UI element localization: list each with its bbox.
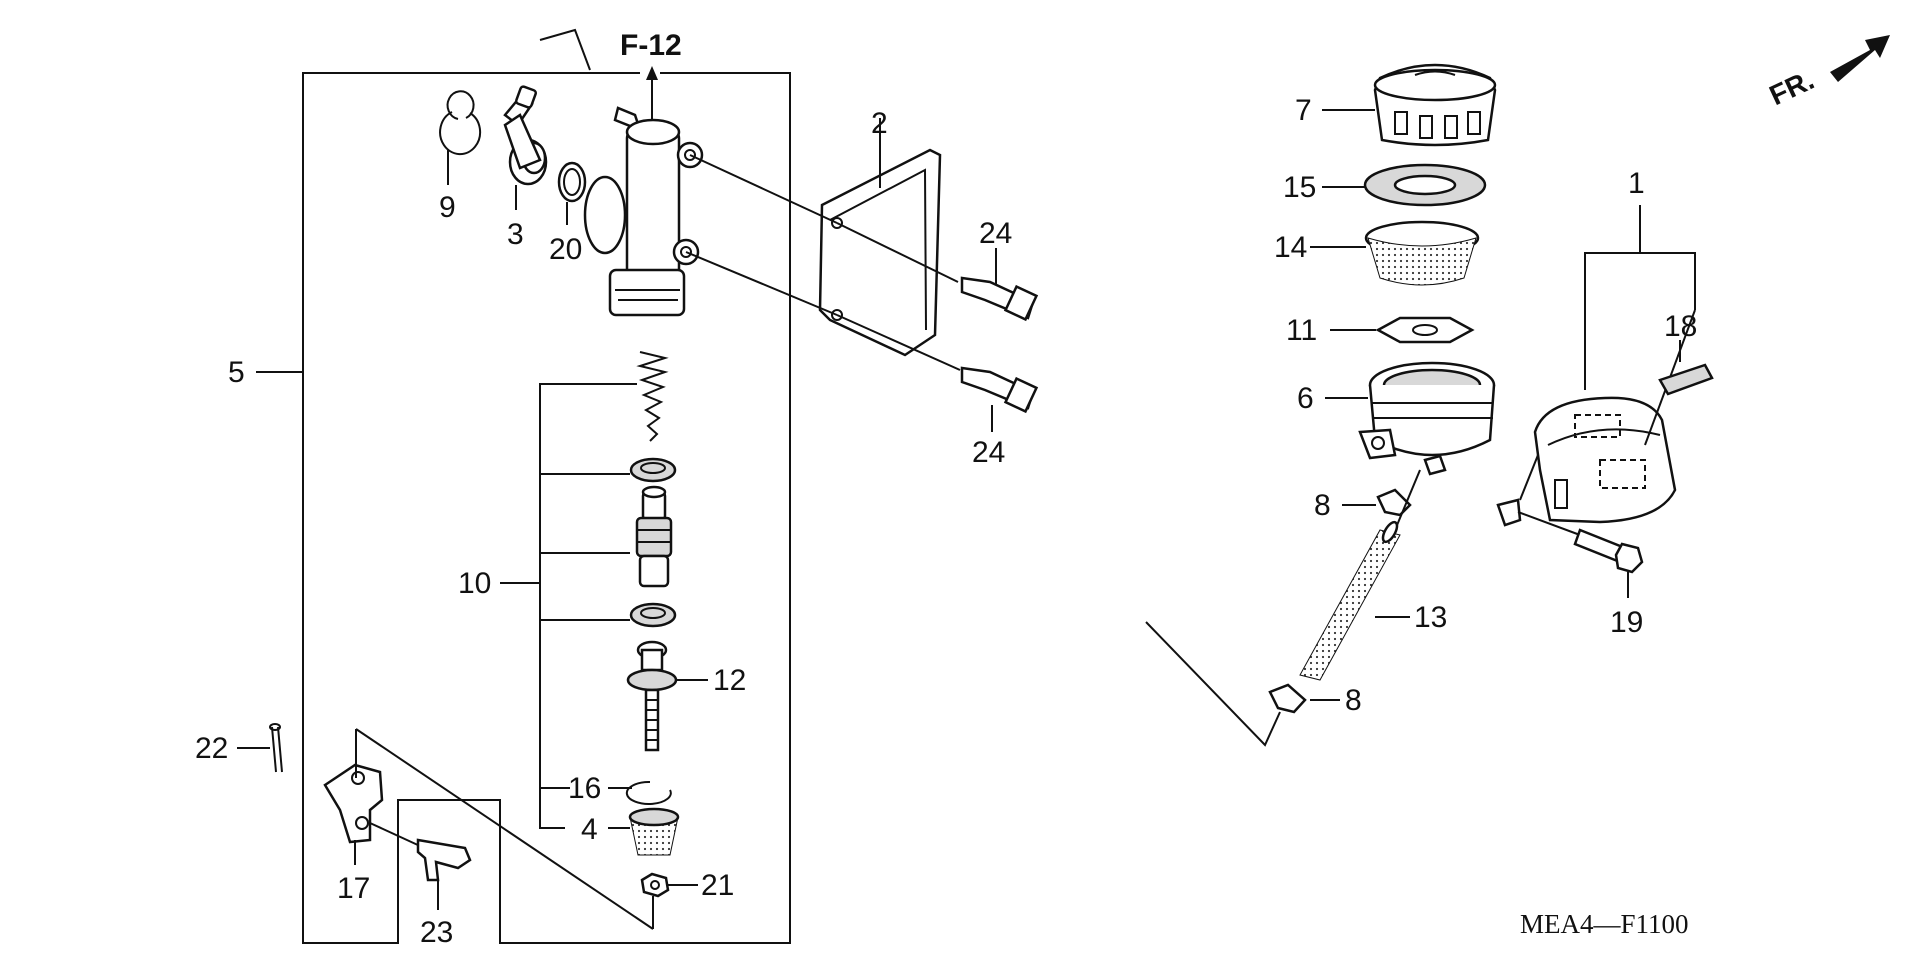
callout-13: 13 xyxy=(1414,601,1447,634)
callout-16: 16 xyxy=(568,772,601,805)
callout-22: 22 xyxy=(195,732,228,765)
diagram-code: MEA4—F1100 xyxy=(1520,909,1689,939)
front-direction-arrow: FR. xyxy=(1765,35,1890,111)
part-4-boot xyxy=(608,807,680,856)
part-24-bolt-upper xyxy=(836,222,1039,322)
front-label: FR. xyxy=(1765,64,1819,111)
part-16-circlip xyxy=(608,780,672,805)
part-12-push-rod xyxy=(626,640,708,752)
callout-24a: 24 xyxy=(979,217,1012,250)
callout-9: 9 xyxy=(439,191,456,224)
part-13-hose xyxy=(1299,469,1421,681)
part-20-o-ring xyxy=(557,161,587,225)
callout-20: 20 xyxy=(549,233,582,266)
callout-7: 7 xyxy=(1295,94,1312,127)
callout-1: 1 xyxy=(1628,167,1645,200)
callout-11: 11 xyxy=(1286,314,1317,347)
assembly-5-frame xyxy=(302,72,791,944)
part-6-reservoir xyxy=(1325,361,1496,476)
callout-5: 5 xyxy=(228,356,245,389)
callouts: 1 2 3 4 5 6 7 8 8 9 10 11 12 13 14 15 16… xyxy=(195,94,1697,949)
part-spring xyxy=(636,351,669,442)
part-1-cover xyxy=(1496,205,1696,527)
callout-12: 12 xyxy=(713,664,746,697)
part-11-float xyxy=(1330,316,1475,344)
part-cup-seal xyxy=(629,457,677,483)
part-18-label xyxy=(1658,340,1714,396)
callout-2: 2 xyxy=(871,107,888,140)
callout-8b: 8 xyxy=(1345,684,1362,717)
part-8-clip-lower xyxy=(1145,621,1340,747)
callout-6: 6 xyxy=(1297,382,1314,415)
master-cylinder-group: F-12 xyxy=(237,28,1039,944)
callout-19: 19 xyxy=(1610,606,1643,639)
part-8-clip-upper xyxy=(1342,488,1412,517)
callout-10: 10 xyxy=(458,567,491,600)
part-17-joint xyxy=(323,728,654,930)
callout-18: 18 xyxy=(1664,310,1697,343)
part-22-cotter-pin xyxy=(237,723,283,773)
part-15-diaphragm-plate xyxy=(1322,163,1487,207)
part-19-bolt xyxy=(1517,511,1644,598)
callout-17: 17 xyxy=(337,872,370,905)
part-9-circlip xyxy=(439,90,482,185)
callout-8a: 8 xyxy=(1314,489,1331,522)
part-secondary-seal xyxy=(629,602,677,628)
part-24-bolt-lower xyxy=(836,314,1039,432)
part-2-guard xyxy=(685,118,942,357)
reservoir-group xyxy=(1145,63,1714,747)
part-14-diaphragm xyxy=(1310,220,1480,286)
kit-10-bracket xyxy=(539,383,637,829)
callout-3: 3 xyxy=(507,218,524,251)
callout-23: 23 xyxy=(420,916,453,949)
part-21-nut xyxy=(640,872,698,898)
part-3-hose-joint xyxy=(503,28,591,210)
callout-21: 21 xyxy=(701,869,734,902)
callout-4: 4 xyxy=(581,813,598,846)
ref-label-f12: F-12 xyxy=(620,29,682,62)
part-23-pin xyxy=(369,822,472,910)
part-piston xyxy=(635,485,673,588)
callout-15: 15 xyxy=(1283,171,1316,204)
part-7-cap xyxy=(1322,63,1497,147)
master-cylinder-body xyxy=(583,106,704,317)
callout-14: 14 xyxy=(1274,231,1307,264)
callout-24b: 24 xyxy=(972,436,1005,469)
